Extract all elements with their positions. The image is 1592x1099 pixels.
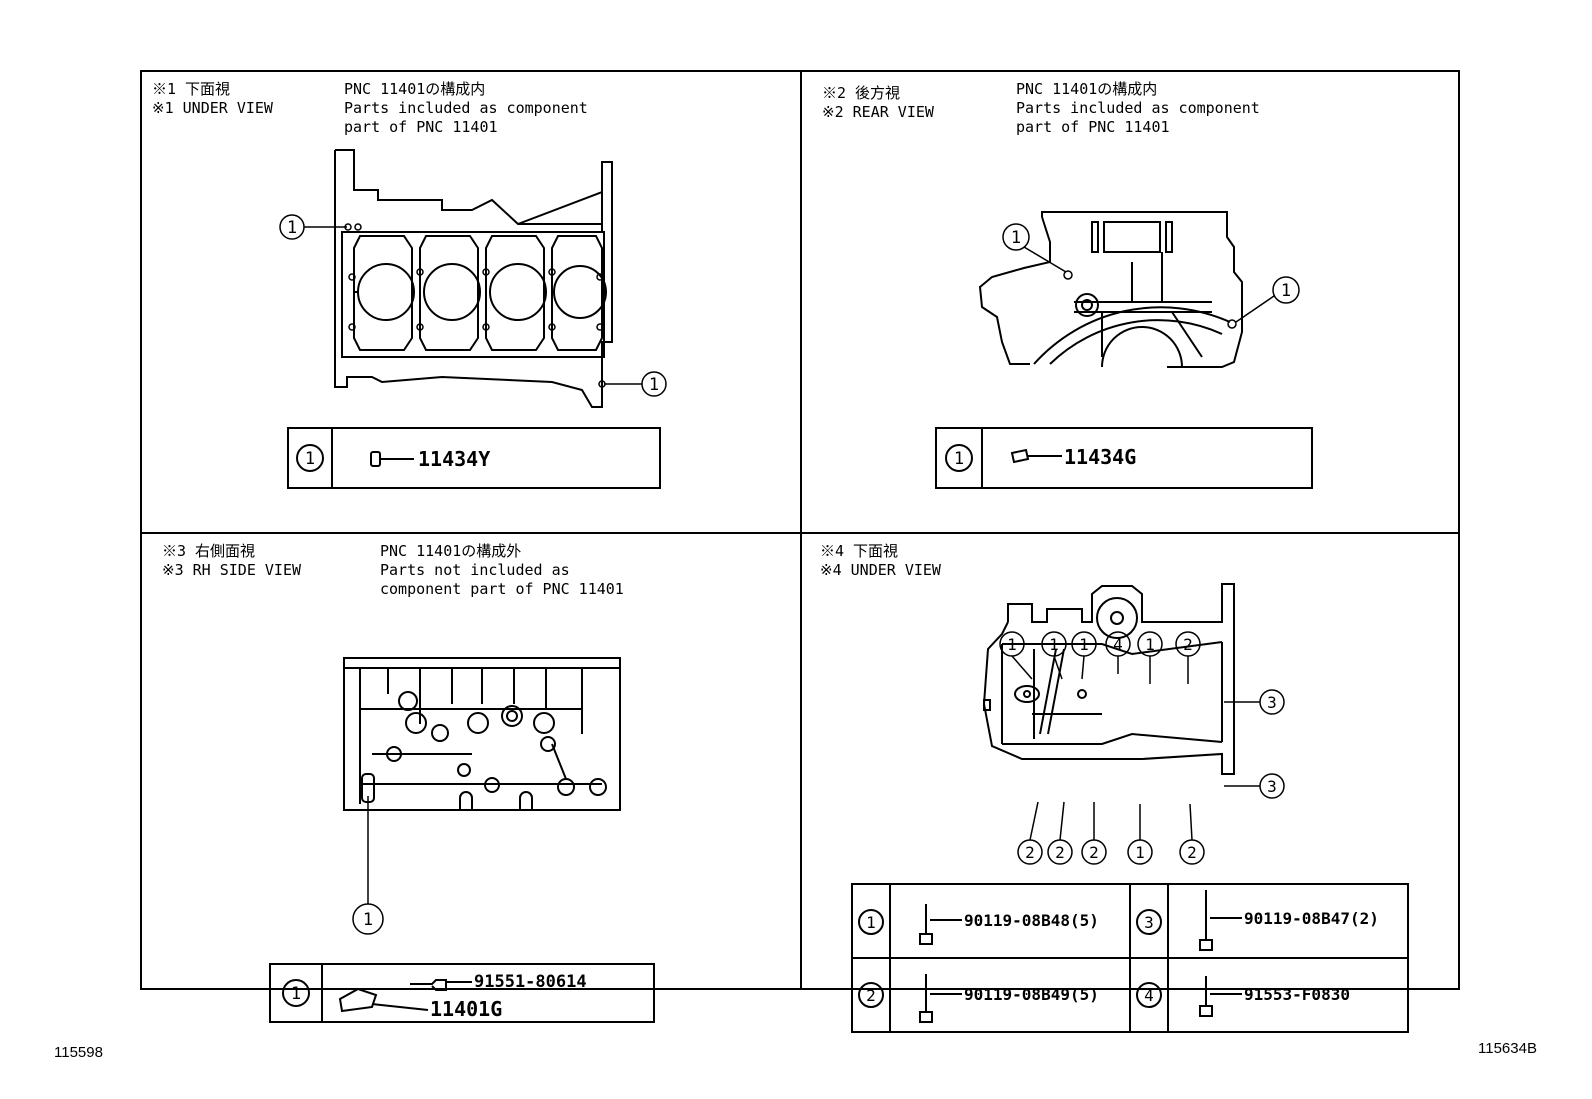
view-4-callout-bottom-2: 2 bbox=[1055, 843, 1065, 862]
vertical-divider bbox=[800, 72, 802, 988]
view-2-label-en: ※2 REAR VIEW bbox=[822, 103, 934, 121]
engine-block-under-view-drawing: 1 1 1 11434Y bbox=[279, 149, 667, 489]
view-4-part-number-4: 91553-F0830 bbox=[1244, 985, 1350, 1004]
view-3-note-line-3: component part of PNC 11401 bbox=[380, 580, 624, 598]
view-1-note-line-3: part of PNC 11401 bbox=[344, 118, 498, 136]
view-3-note: PNC 11401の構成外 Parts not included as comp… bbox=[380, 542, 624, 599]
view-4-part-number-2: 90119-08B49(5) bbox=[964, 985, 1099, 1004]
view-4-callout-bottom-5: 2 bbox=[1187, 843, 1197, 862]
view-1-label-ja: ※1 下面視 bbox=[152, 80, 231, 98]
view-4-part-number-1: 90119-08B48(5) bbox=[964, 911, 1099, 930]
view-1-label-en: ※1 UNDER VIEW bbox=[152, 99, 273, 117]
view-4-callout-top-1: 1 bbox=[1007, 635, 1017, 654]
horizontal-divider bbox=[142, 532, 1458, 534]
view-2-callout-1b: 1 bbox=[1281, 281, 1291, 301]
view-4-under: ※4 下面視 ※4 UNDER VIEW bbox=[802, 534, 1460, 1033]
view-2-callout-1a: 1 bbox=[1011, 228, 1021, 248]
diagram-frame: ※1 下面視 ※1 UNDER VIEW PNC 11401の構成内 Parts… bbox=[140, 70, 1460, 1033]
oil-pan-under-view-drawing: 1 1 1 4 1 2 3 3 2 2 2 1 2 bbox=[851, 583, 1409, 1033]
footer-right-code: 115634B bbox=[1478, 1040, 1537, 1057]
view-2-note-line-3: part of PNC 11401 bbox=[1016, 118, 1170, 136]
view-3-note-line-2: Parts not included as bbox=[380, 561, 570, 579]
view-3-label-en: ※3 RH SIDE VIEW bbox=[162, 561, 301, 579]
view-3-label-ja: ※3 右側面視 bbox=[162, 542, 256, 560]
view-2-note: PNC 11401の構成内 Parts included as componen… bbox=[1016, 80, 1260, 137]
view-1-callout-1a: 1 bbox=[287, 218, 297, 238]
view-4-parts-key-4: 4 bbox=[1144, 986, 1154, 1005]
view-3-labels: ※3 右側面視 ※3 RH SIDE VIEW bbox=[162, 542, 301, 580]
view-2-parts-key: 1 bbox=[954, 449, 964, 469]
view-3-part-number-bolt: 91551-80614 bbox=[474, 972, 587, 992]
view-2-note-line-1: PNC 11401の構成内 bbox=[1016, 80, 1158, 98]
view-3-part-number-sensor: 11401G bbox=[430, 997, 502, 1021]
view-4-callout-bottom-3: 2 bbox=[1089, 843, 1099, 862]
view-2-rear: ※2 後方視 ※2 REAR VIEW PNC 11401の構成内 Parts … bbox=[802, 72, 1460, 532]
view-3-callout-1: 1 bbox=[363, 910, 373, 930]
view-4-callout-top-4: 4 bbox=[1113, 635, 1123, 654]
view-1-callout-1b: 1 bbox=[649, 375, 659, 395]
view-2-part-number: 11434G bbox=[1064, 445, 1136, 469]
view-4-callout-right-2: 3 bbox=[1267, 777, 1277, 796]
view-1-note-line-1: PNC 11401の構成内 bbox=[344, 80, 486, 98]
view-4-parts-key-1: 1 bbox=[866, 913, 876, 932]
view-3-note-line-1: PNC 11401の構成外 bbox=[380, 542, 522, 560]
view-2-label-ja: ※2 後方視 bbox=[822, 84, 901, 102]
view-3-rh-side: ※3 右側面視 ※3 RH SIDE VIEW PNC 11401の構成外 Pa… bbox=[142, 534, 800, 1023]
view-4-label-en: ※4 UNDER VIEW bbox=[820, 561, 941, 579]
view-1-note-line-2: Parts included as component bbox=[344, 99, 588, 117]
view-1-labels: ※1 下面視 ※1 UNDER VIEW bbox=[152, 80, 273, 118]
view-4-callout-bottom-4: 1 bbox=[1135, 843, 1145, 862]
view-1-parts-key: 1 bbox=[305, 449, 315, 469]
view-4-callout-top-5: 1 bbox=[1145, 635, 1155, 654]
view-4-callout-right-1: 3 bbox=[1267, 693, 1277, 712]
view-2-labels: ※2 後方視 ※2 REAR VIEW bbox=[822, 84, 934, 122]
view-4-callout-top-3: 1 bbox=[1079, 635, 1089, 654]
view-4-part-number-3: 90119-08B47(2) bbox=[1244, 909, 1379, 928]
footer-left-code: 115598 bbox=[54, 1044, 103, 1061]
view-1-note: PNC 11401の構成内 Parts included as componen… bbox=[344, 80, 588, 137]
engine-block-rear-view-drawing: 1 1 1 11434G bbox=[935, 211, 1313, 489]
view-4-label-ja: ※4 下面視 bbox=[820, 542, 899, 560]
view-2-note-line-2: Parts included as component bbox=[1016, 99, 1260, 117]
view-3-parts-key: 1 bbox=[291, 984, 301, 1004]
view-4-callout-bottom-1: 2 bbox=[1025, 843, 1035, 862]
view-4-parts-key-3: 3 bbox=[1144, 913, 1154, 932]
view-4-callout-top-2: 1 bbox=[1049, 635, 1059, 654]
view-4-labels: ※4 下面視 ※4 UNDER VIEW bbox=[820, 542, 941, 580]
view-1-part-number: 11434Y bbox=[418, 447, 490, 471]
engine-block-rh-side-drawing: 1 1 91551-80614 11401G bbox=[269, 657, 655, 1023]
view-1-under: ※1 下面視 ※1 UNDER VIEW PNC 11401の構成内 Parts… bbox=[142, 72, 800, 532]
view-4-parts-key-2: 2 bbox=[866, 986, 876, 1005]
view-4-callout-top-6: 2 bbox=[1183, 635, 1193, 654]
